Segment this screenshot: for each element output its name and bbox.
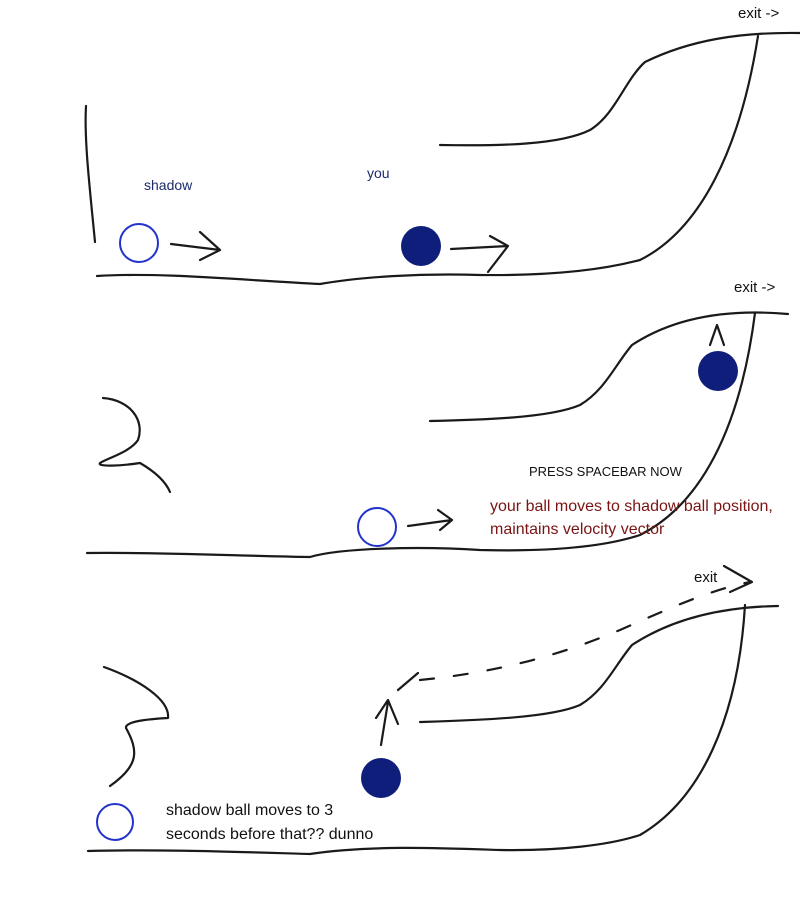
panel-1 bbox=[84, 31, 800, 286]
trajectory-dashes bbox=[418, 580, 752, 682]
shadow-label: shadow bbox=[144, 177, 193, 193]
exit-arrowhead bbox=[722, 564, 754, 594]
step-number-2 bbox=[98, 396, 172, 494]
note-shadow-rewind: shadow ball moves to 3 seconds before th… bbox=[166, 799, 373, 847]
player-velocity-arrow bbox=[449, 234, 510, 274]
exit-label: exit -> bbox=[738, 5, 780, 22]
upper-platform bbox=[438, 31, 800, 147]
press-spacebar-instruction: PRESS SPACEBAR NOW bbox=[529, 464, 682, 479]
exit-label: exit bbox=[694, 569, 718, 586]
player-up-arrow bbox=[708, 323, 726, 347]
ground-line bbox=[85, 311, 757, 559]
shadow-ball bbox=[96, 803, 134, 841]
step-number-3 bbox=[102, 665, 170, 788]
note-teleport: your ball moves to shadow ball position,… bbox=[490, 495, 773, 541]
note-line: shadow ball moves to 3 bbox=[166, 802, 334, 819]
player-ball bbox=[401, 226, 441, 266]
player-ball bbox=[698, 351, 738, 391]
shadow-velocity-arrow bbox=[406, 508, 454, 532]
ground-line bbox=[86, 603, 747, 856]
upper-platform bbox=[418, 604, 780, 724]
ground-line bbox=[95, 34, 760, 286]
note-line: your ball moves to shadow ball position, bbox=[490, 498, 773, 515]
shadow-velocity-arrow bbox=[169, 230, 222, 262]
shadow-ball bbox=[119, 223, 159, 263]
shadow-ball bbox=[357, 507, 397, 547]
left-wall bbox=[84, 104, 97, 244]
player-up-arrow bbox=[374, 671, 420, 747]
exit-label: exit -> bbox=[734, 279, 776, 296]
panel-3 bbox=[86, 564, 780, 856]
upper-platform bbox=[428, 311, 790, 423]
panel-2 bbox=[85, 311, 790, 559]
note-line: seconds before that?? dunno bbox=[166, 826, 374, 843]
you-label: you bbox=[367, 165, 390, 181]
player-ball bbox=[361, 758, 401, 798]
note-line: maintains velocity vector bbox=[490, 521, 665, 539]
